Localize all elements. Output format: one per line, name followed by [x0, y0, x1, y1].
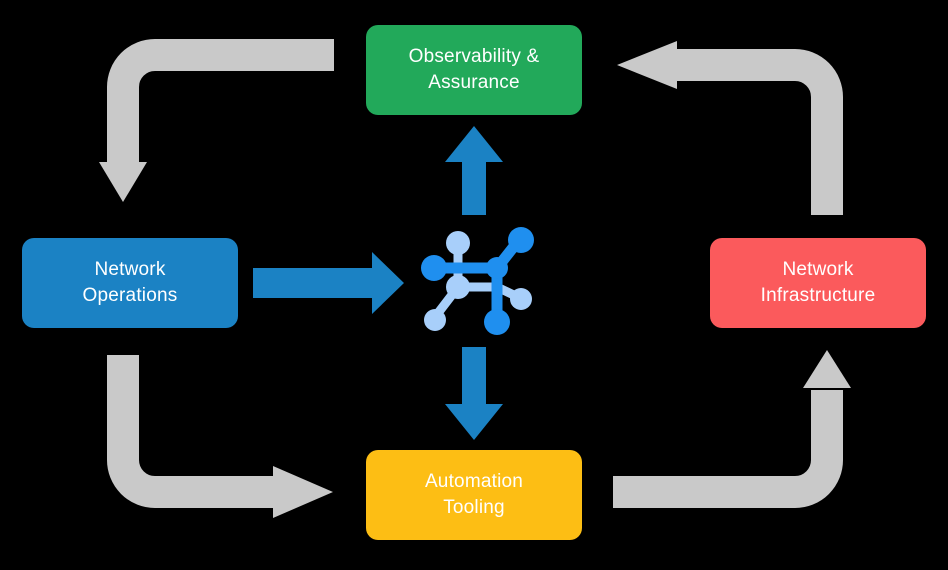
- arrow-observability-to-operations: [99, 39, 334, 202]
- arrow-operations-to-automation: [107, 355, 333, 518]
- arrow-automation-to-infrastructure: [613, 350, 851, 508]
- node-label-network-infrastructure: Network Infrastructure: [760, 259, 876, 306]
- arrow-infrastructure-to-observability: [617, 41, 843, 215]
- node-automation-tooling[interactable]: Automation Tooling: [366, 450, 582, 540]
- node-label-automation-tooling: Automation Tooling: [424, 471, 524, 518]
- arrow-center-to-automation: [445, 347, 503, 440]
- network-topology-icon: [421, 227, 534, 335]
- node-label-observability: Observability & Assurance: [408, 46, 540, 93]
- node-observability-assurance[interactable]: Observability & Assurance: [366, 25, 582, 115]
- node-network-infrastructure[interactable]: Network Infrastructure: [710, 238, 926, 328]
- node-label-network-operations: Network Operations: [82, 259, 178, 306]
- node-network-operations[interactable]: Network Operations: [22, 238, 238, 328]
- arrow-center-to-observability: [445, 126, 503, 215]
- arrow-operations-to-center: [253, 252, 404, 314]
